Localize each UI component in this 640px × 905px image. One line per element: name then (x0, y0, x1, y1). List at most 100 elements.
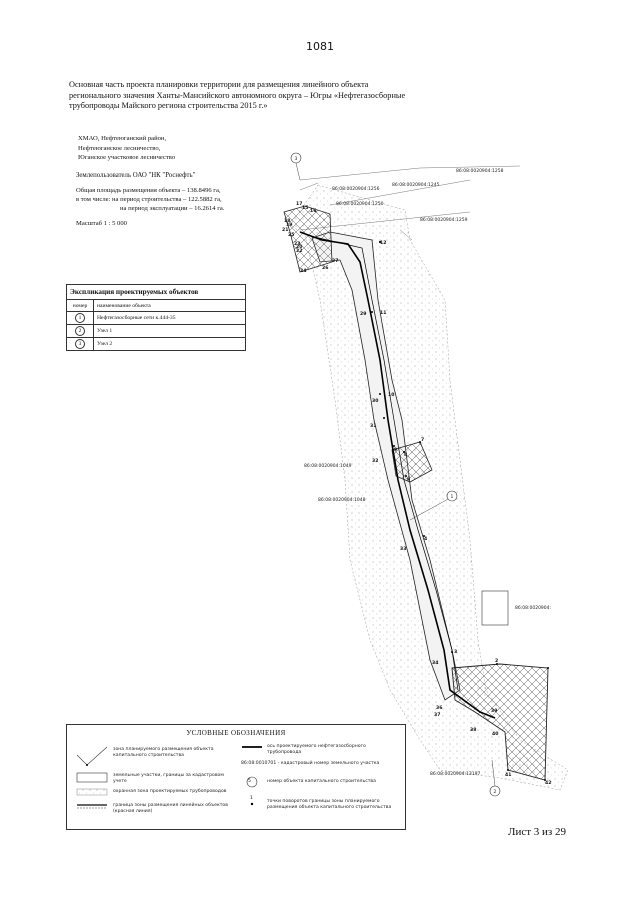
parcel-square (481, 590, 509, 626)
svg-text:2: 2 (495, 658, 498, 664)
svg-text:27: 27 (332, 258, 338, 264)
document-title: Основная часть проекта планировки террит… (69, 80, 406, 111)
object-name: Узел 1 (93, 324, 246, 338)
map-scale: Масштаб 1 : 5 000 (76, 220, 127, 227)
turn-points (371, 241, 549, 781)
parcel-label: 86:08:0020904:1256 (332, 186, 380, 192)
svg-text:3: 3 (454, 649, 457, 655)
legend-symbols (76, 746, 262, 809)
planning-area (289, 184, 569, 791)
svg-text:22: 22 (296, 248, 302, 254)
legend-parcel-text: земельные участки, границы за кадастрово… (113, 773, 224, 784)
svg-text:29: 29 (360, 311, 366, 317)
svg-text:21: 21 (282, 227, 288, 233)
legend-title: УСЛОВНЫЕ ОБОЗНАЧЕНИЯ (186, 729, 286, 737)
svg-text:16: 16 (310, 208, 316, 214)
svg-text:37: 37 (434, 712, 440, 718)
svg-text:10: 10 (388, 392, 394, 398)
point-labels: 12 2 3 4 6 8 7 9 10 11 15 16 17 18 19 20… (282, 201, 551, 786)
table-row: 2 Узел 1 (66, 324, 246, 338)
legend-pipelines-zone-text: охранная зона проектируемых трубопроводо… (113, 789, 227, 794)
svg-text:6: 6 (407, 476, 410, 482)
svg-text:39: 39 (491, 708, 497, 714)
svg-text:41: 41 (505, 772, 511, 778)
svg-text:11: 11 (380, 310, 386, 316)
svg-text:8: 8 (404, 452, 407, 458)
object-number-badge: 1 (75, 313, 85, 323)
callout-2-label: 2 (494, 789, 497, 795)
svg-text:9: 9 (394, 447, 397, 453)
svg-text:31: 31 (370, 423, 376, 429)
svg-text:42: 42 (545, 780, 551, 786)
area-block: Общая площадь размещения объекта – 138.8… (76, 187, 225, 213)
column-header-name: наименование объекта (93, 299, 246, 312)
explication-table: Экспликация проектируемых объектов номер… (66, 284, 246, 351)
parcel-label: 86:08:0020904:1250 (336, 201, 384, 207)
legend-linear-zone-text: граница зоны размещения линейных объекто… (113, 803, 228, 814)
table-row: 3 Узел 2 (66, 337, 246, 351)
object-name: Нефтегазосборные сети к.444-35 (93, 311, 246, 325)
svg-text:40: 40 (492, 731, 498, 737)
parcel-label: 86:08:0020904:1258 (456, 168, 504, 174)
callout-3-label: 3 (295, 156, 298, 162)
svg-text:38: 38 (470, 727, 476, 733)
page-number: 1081 (306, 40, 334, 53)
legend-object-sample: 5 (248, 779, 251, 784)
explication-caption: Экспликация проектируемых объектов (66, 284, 246, 300)
area-total: Общая площадь размещения объекта – 138.8… (76, 187, 221, 194)
legend-turn-text: точки поворотов границы зоны планируемог… (267, 799, 392, 810)
placement-corridor (311, 231, 461, 701)
parcel-label: 86:08:0020904:1048 (318, 497, 366, 503)
svg-text:26: 26 (322, 265, 328, 271)
svg-text:15: 15 (302, 205, 308, 211)
callout-1-label: 1 (451, 494, 454, 500)
legend-axis-text: ось проектируемого нефтегазосборного тру… (267, 744, 366, 755)
parcel-label: 86:08:0020904:1245 (392, 182, 440, 188)
legend-turn-sample: 1 (250, 796, 253, 801)
callout-3 (290, 152, 302, 164)
location-line: ХМАО, Нефтеюганский район, (78, 135, 167, 142)
location-line: Юганское участковое лесничество (78, 154, 176, 162)
svg-text:18: 18 (284, 218, 290, 224)
svg-text:7: 7 (421, 437, 424, 443)
location-line: Нефтеюганское лесничество, (78, 144, 161, 152)
area-operation: на период эксплуатации – 16.2614 га. (120, 204, 225, 212)
parcel-boundaries (299, 165, 521, 231)
svg-text:34: 34 (432, 660, 438, 666)
callout-1 (446, 490, 458, 502)
pad-north (283, 205, 333, 273)
svg-text:33: 33 (400, 546, 406, 552)
svg-text:4: 4 (424, 536, 427, 542)
parcel-label: 86:08:0020904:1259 (420, 217, 468, 223)
legend-panel: УСЛОВНЫЕ ОБОЗНАЧЕНИЯ зона планируемого р… (66, 724, 406, 830)
object-name: Узел 2 (93, 337, 246, 351)
parcel-label: 86:08:0020904:1049 (304, 463, 352, 469)
column-header-number: номер (66, 299, 94, 312)
land-user: Землепользователь ОАО "НК "Роснефть" (76, 172, 196, 179)
pad-middle (391, 441, 433, 483)
pipeline-axis (299, 231, 496, 719)
svg-text:24: 24 (300, 268, 306, 274)
svg-text:36: 36 (436, 705, 442, 711)
legend-boundary-text: зона планируемого размещения объекта кап… (113, 747, 214, 758)
parcel-label: 86:08:0020904: (515, 605, 551, 611)
svg-text:25: 25 (288, 232, 294, 238)
svg-text:23: 23 (294, 241, 300, 247)
svg-text:17: 17 (296, 201, 302, 207)
object-number-badge: 2 (75, 326, 85, 336)
svg-text:19: 19 (286, 222, 292, 228)
svg-text:30: 30 (372, 398, 378, 404)
legend-cadastral-text: 86:08:0010701 - кадастровый номер земель… (241, 761, 380, 766)
object-number-badge: 3 (75, 339, 85, 349)
location-block: ХМАО, Нефтеюганский район, Нефтеюганское… (78, 134, 175, 163)
table-row: 1 Нефтегазосборные сети к.444-35 (66, 311, 246, 325)
svg-text:32: 32 (372, 458, 378, 464)
sheet-number: Лист 3 из 29 (508, 826, 567, 838)
svg-text:12: 12 (380, 240, 386, 246)
parcel-label: 86:08:0020904:13197 (430, 771, 480, 777)
callout-2 (489, 785, 501, 797)
area-construction: в том числе: на период строительства – 1… (76, 195, 222, 203)
legend-object-text: номер объекта капитального строительства (267, 779, 376, 784)
svg-text:20: 20 (296, 244, 302, 250)
